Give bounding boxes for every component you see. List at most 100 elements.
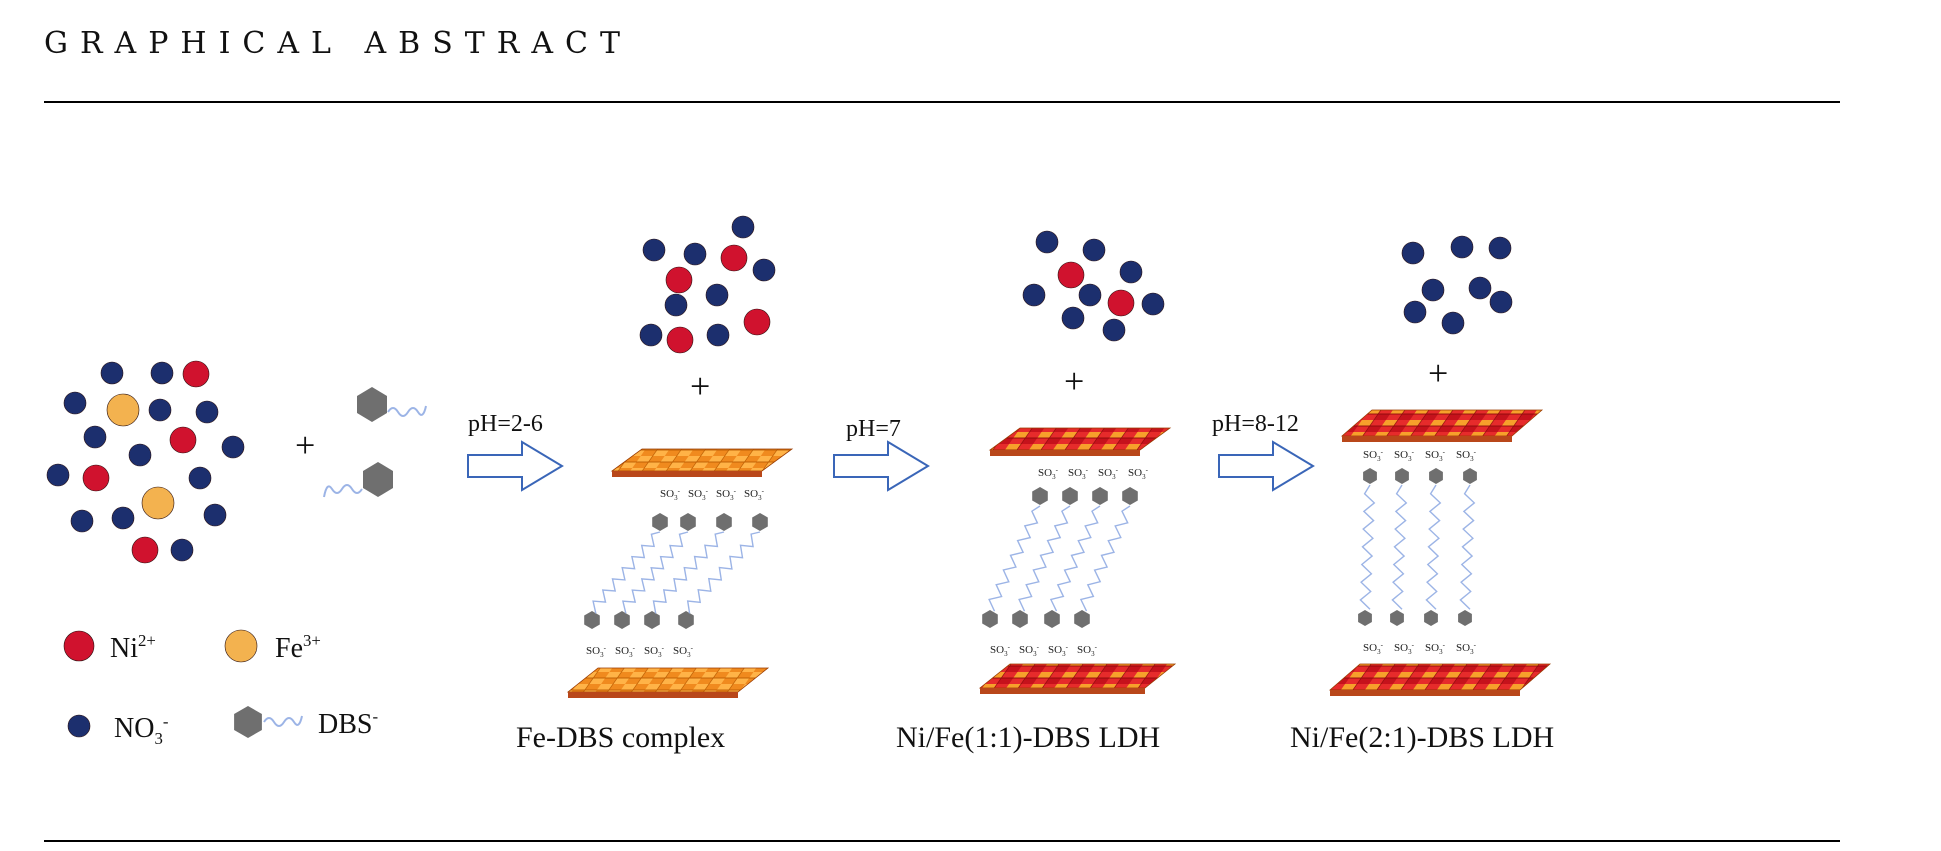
legend-fe-label-sup: 3+ xyxy=(303,631,321,650)
nitrate-icon xyxy=(639,323,663,347)
ni-ion-icon xyxy=(720,244,748,272)
sulfonate-label: SO3- xyxy=(1098,466,1119,481)
nitrate-icon xyxy=(1403,300,1427,324)
reactant-ion-cluster xyxy=(46,360,245,564)
layer-sheet-bottom xyxy=(566,667,770,698)
dbs-head-icon xyxy=(678,611,694,629)
sulfonate-label: SO3- xyxy=(1038,466,1059,481)
ni-ion-icon xyxy=(1107,289,1135,317)
right-arrow-icon xyxy=(1218,440,1315,492)
nitrate-icon xyxy=(188,466,212,490)
dbs-head-icon xyxy=(982,610,998,628)
sulfonate-label: SO3- xyxy=(1363,641,1384,656)
alkyl-chain xyxy=(1049,505,1101,612)
sulfonate-label: SO3- xyxy=(1425,641,1446,656)
nitrate-icon xyxy=(221,435,245,459)
nitrate-icon xyxy=(170,538,194,562)
nitrate-icon xyxy=(752,258,776,282)
nitrate-icon xyxy=(83,425,107,449)
nitrate-icon xyxy=(46,463,70,487)
nitrate-icon xyxy=(1061,306,1085,330)
dbs-molecule-icon xyxy=(323,462,393,498)
layer-sheet-top xyxy=(988,427,1172,456)
fe-dbs-complex-structure: +SO3-SO3-SO3-SO3-SO3-SO3-SO3-SO3- xyxy=(566,215,794,698)
product-ion-cluster xyxy=(1401,235,1513,335)
ph-label: pH=7 xyxy=(846,416,901,442)
ni-ion-icon xyxy=(743,308,771,336)
dbs-head-icon xyxy=(1429,468,1443,484)
nitrate-icon xyxy=(1488,236,1512,260)
nife-1-1-ldh-structure: +SO3-SO3-SO3-SO3-SO3-SO3-SO3-SO3- xyxy=(978,230,1177,694)
dbs-head-icon xyxy=(1458,610,1472,626)
nitrate-icon xyxy=(664,293,688,317)
product-ion-cluster xyxy=(639,215,776,354)
dbs-head-icon xyxy=(1424,610,1438,626)
dbs-head-icon xyxy=(1363,468,1377,484)
alkyl-chain xyxy=(1425,484,1442,610)
layer-sheet-top xyxy=(610,448,794,477)
dbs-head-icon xyxy=(1012,610,1028,628)
ni-ion-icon xyxy=(169,426,197,454)
alkyl-chain xyxy=(621,531,689,614)
nitrate-icon xyxy=(642,238,666,262)
legend-no3-label-sup: - xyxy=(163,712,169,731)
dbs-head-icon xyxy=(1390,610,1404,626)
nitrate-icon xyxy=(1141,292,1165,316)
sulfonate-label: SO3- xyxy=(1019,643,1040,658)
nitrate-icon xyxy=(1035,230,1059,254)
plus-sign-reactants: + xyxy=(295,425,315,465)
sulfonate-label: SO3- xyxy=(1363,448,1384,463)
product-ion-cluster xyxy=(1022,230,1165,342)
nitrate-icon xyxy=(1078,283,1102,307)
ni-ion-icon xyxy=(131,536,159,564)
sulfonate-label: SO3- xyxy=(660,487,681,502)
legend-ni-label-base: Ni xyxy=(110,633,138,664)
dbs-head-icon xyxy=(614,611,630,629)
alkyl-chain xyxy=(592,531,661,614)
sulfonate-label: SO3- xyxy=(1077,643,1098,658)
alkyl-chain xyxy=(988,505,1041,612)
nitrate-icon xyxy=(705,283,729,307)
legend-ni-label: Ni2+ xyxy=(110,631,156,664)
sulfonate-label: SO3- xyxy=(1068,466,1089,481)
ni-ion-icon xyxy=(82,464,110,492)
legend-dbs-label: DBS- xyxy=(318,707,378,740)
alkyl-chain xyxy=(1391,484,1408,610)
dbs-head-icon xyxy=(1074,610,1090,628)
ni-ion-icon xyxy=(665,266,693,294)
ni-ion-icon xyxy=(182,360,210,388)
ph-label: pH=8-12 xyxy=(1212,411,1299,437)
product-label: Ni/Fe(1:1)-DBS LDH xyxy=(896,721,1160,754)
nitrate-icon xyxy=(1022,283,1046,307)
alkyl-chain xyxy=(1459,484,1476,610)
dbs-head-icon xyxy=(1463,468,1477,484)
sulfonate-label: SO3- xyxy=(615,644,636,659)
dbs-head-icon xyxy=(1092,487,1108,505)
reaction-arrows xyxy=(467,440,1315,492)
nitrate-icon xyxy=(1421,278,1445,302)
layer-sheet-bottom xyxy=(978,663,1177,694)
dbs-head-icon xyxy=(1062,487,1078,505)
ni-ion-icon xyxy=(666,326,694,354)
dbs-head-icon xyxy=(584,611,600,629)
alkyl-chain xyxy=(1079,505,1131,612)
legend-dbs-label-base: DBS xyxy=(318,709,372,740)
alkyl-chain xyxy=(686,531,761,614)
plus-sign: + xyxy=(1064,361,1084,401)
nitrate-icon xyxy=(148,398,172,422)
sulfonate-label: SO3- xyxy=(744,487,765,502)
sulfonate-label: SO3- xyxy=(644,644,665,659)
legend-no3-label: NO3- xyxy=(114,712,168,748)
sulfonate-label: SO3- xyxy=(1394,448,1415,463)
fe-ion-icon xyxy=(224,629,258,663)
top-divider xyxy=(44,101,1840,103)
sulfonate-label: SO3- xyxy=(990,643,1011,658)
legend-no3-label-sub: 3 xyxy=(154,729,162,748)
nitrate-icon xyxy=(203,503,227,527)
sulfonate-label: SO3- xyxy=(1048,643,1069,658)
sulfonate-label: SO3- xyxy=(1456,448,1477,463)
sulfonate-label: SO3- xyxy=(716,487,737,502)
nitrate-icon xyxy=(63,391,87,415)
